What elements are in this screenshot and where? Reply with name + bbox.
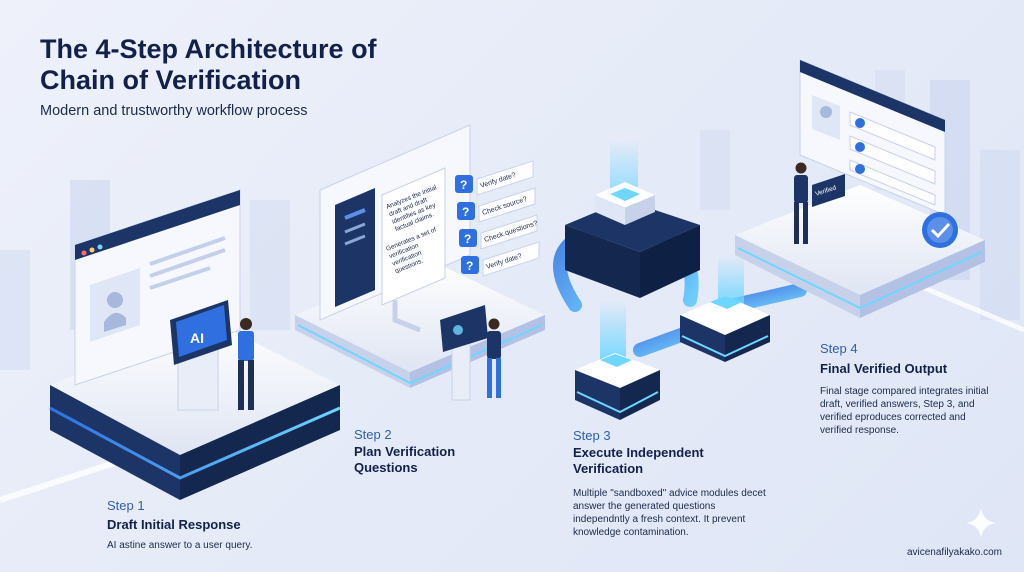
verification-question: ?Check questions? [459,214,539,250]
step-description: Multiple "sandboxed" advice modules dece… [573,488,766,538]
page-title: The 4-Step Architecture of Chain of Veri… [40,34,377,95]
step4-monitor [799,59,946,216]
person-step2 [487,318,501,398]
step-title: Execute Independent Verification [573,445,704,476]
shield-check-icon [922,212,958,248]
verification-module-top [565,182,700,298]
step2-tablet [440,305,488,401]
step-number: Step 4 [820,341,858,356]
step-number: Step 3 [573,428,611,443]
verification-module-right [680,296,770,362]
verification-question: ?Verify date? [461,241,540,277]
step-description: AI astine answer to a user query. [107,540,253,551]
step2-monitor [319,124,471,333]
step-3-caption: Step 3 Execute Independent Verification … [573,428,768,539]
step-2-caption: Step 2 Plan Verification Questions [354,427,504,476]
step-4-caption: Step 4 Final Verified Output Final stage… [820,341,1000,437]
svg-text:?: ? [462,205,469,219]
background-buildings [0,70,1020,370]
svg-text:AI: AI [190,330,204,346]
step-1-caption: Step 1 Draft Initial Response AI astine … [107,498,307,552]
person-step4 [794,162,808,244]
step-number: Step 2 [354,427,392,442]
step-number: Step 1 [107,498,145,513]
step3-beams [600,140,744,360]
sparkle-icon [966,508,996,538]
ai-kiosk [170,300,232,411]
page-subtitle: Modern and trustworthy workflow process [40,103,308,119]
step-title: Plan Verification Questions [354,444,456,475]
verification-question: ?Verify date? [455,160,534,196]
verified-tag: Verified [812,174,845,207]
svg-text:?: ? [466,259,473,273]
step2-platform [295,260,545,388]
step-title: Final Verified Output [820,361,948,376]
svg-text:?: ? [464,232,471,246]
step2-questions: ?Verify date??Check source??Check questi… [455,160,540,277]
step-description: Final stage compared integrates initial … [820,386,989,436]
person-step1 [238,318,254,410]
watermark: avicenafilyakako.com [906,547,1002,558]
svg-text:?: ? [460,178,467,192]
verification-module-bottom [575,353,660,420]
step-title: Draft Initial Response [107,517,241,532]
